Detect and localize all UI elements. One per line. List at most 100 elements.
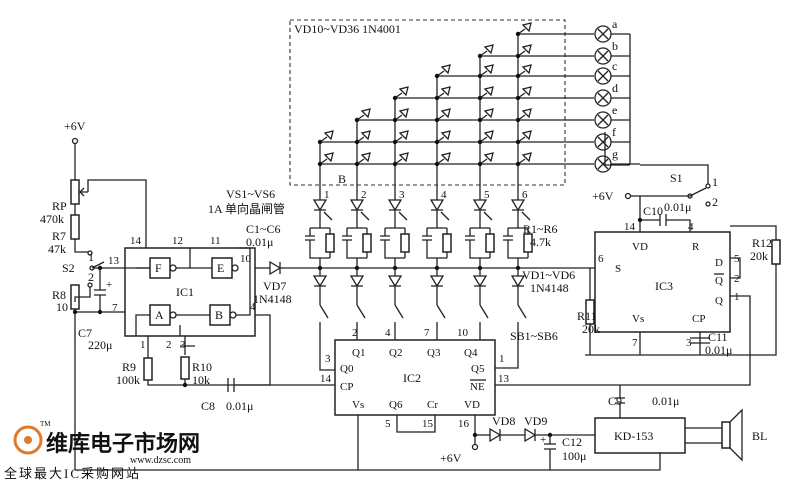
sb-label: SB1~SB6 — [510, 329, 558, 343]
s1-pos1: 1 — [712, 175, 718, 189]
ic2-pin3: 3 — [325, 353, 331, 365]
ic3-pin5: 5 — [734, 253, 740, 265]
ic1-pin10: 10 — [240, 253, 252, 265]
thyristor-vs5 — [472, 190, 488, 228]
matrix-junction-6-0 — [515, 31, 521, 37]
rp-value: 470k — [40, 212, 64, 226]
wire-s2-r8 — [74, 287, 91, 302]
c10-name: C10 — [643, 204, 663, 218]
ic3-vs: Vs — [632, 313, 644, 325]
matrix-junction-3-5 — [392, 139, 398, 145]
ic2-body — [334, 339, 496, 416]
diode-vd1 — [312, 268, 328, 305]
r1-r6-label: R1~R6 — [523, 222, 558, 236]
lamp-label-d: d — [612, 81, 618, 95]
ic2-name: IC2 — [403, 371, 421, 385]
c9-name: C9 — [608, 394, 622, 408]
matrix-junction-5-6 — [477, 161, 483, 167]
matrix-diode-6-6 — [521, 152, 532, 163]
resistor-r4-leads — [426, 228, 448, 259]
vd7-name: VD7 — [263, 279, 286, 293]
ic2-cr: Cr — [427, 399, 438, 411]
matrix-diode-2-6 — [360, 152, 371, 163]
c12-name: C12 — [562, 435, 582, 449]
speaker-cone — [729, 408, 743, 462]
ic1-pin4: 4 — [250, 301, 256, 313]
r11-value: 20k — [582, 322, 600, 336]
column-number-6: 6 — [522, 189, 528, 201]
c11-value: 0.01μ — [705, 343, 732, 357]
c7-capacitor — [94, 268, 106, 312]
thyristors-label-2: 1A 单向晶闸管 — [208, 201, 285, 216]
ic1-pin1: 1 — [140, 339, 146, 351]
matrix-diode-6-3 — [521, 86, 532, 97]
diode-row-b-label: B — [338, 172, 346, 186]
switch-sb5 — [479, 304, 489, 330]
wire-rp-wiper-pin14 — [87, 179, 147, 235]
watermark-url: www.dzsc.com — [130, 455, 191, 466]
r11-name: R11 — [577, 309, 597, 323]
matrix-junction-6-5 — [515, 139, 521, 145]
wire-kd153-speaker — [685, 427, 722, 444]
ic2-pin15: 15 — [422, 418, 434, 430]
thyristor-vs1-gate — [323, 211, 333, 221]
ic2-supply-label: +6V — [440, 451, 462, 465]
capacitor-c5 — [465, 227, 490, 250]
ic1-internal-pin13 — [136, 235, 150, 269]
ic1-pin11: 11 — [210, 235, 221, 247]
matrix-junction-3-6 — [392, 161, 398, 167]
lamp-c-cross — [597, 70, 609, 82]
matrix-diode-3-5 — [398, 130, 409, 141]
matrix-diode-4-2 — [440, 64, 451, 75]
matrix-diode-5-3 — [483, 86, 494, 97]
thyristor-vs6-gate — [521, 211, 531, 221]
ic2-pin4: 4 — [385, 327, 391, 339]
thyristor-vs2 — [349, 190, 365, 228]
ic2-supply-terminal — [471, 443, 479, 451]
matrix-junction-2-6 — [354, 161, 360, 167]
resistor-r2 — [362, 233, 372, 253]
ic1-gate-a-bubble — [169, 311, 177, 319]
wire-ic2-q6-cr — [396, 415, 436, 433]
ic2-pin16: 16 — [458, 418, 470, 430]
rp-potentiometer — [70, 179, 80, 205]
matrix-junction-5-3 — [477, 95, 483, 101]
r8-value: 10 — [56, 300, 68, 314]
ic3-name: IC3 — [655, 279, 673, 293]
vd1-vd6-value: 1N4148 — [530, 281, 569, 295]
matrix-diode-1-5 — [323, 130, 334, 141]
ic1-gate-a-label: A — [155, 308, 164, 322]
lamp-e-cross — [597, 114, 609, 126]
c9-value: 0.01μ — [652, 394, 679, 408]
capacitor-c2 — [342, 227, 367, 250]
column-number-4: 4 — [441, 189, 447, 201]
ic2-q3: Q3 — [427, 347, 441, 359]
lamp-label-f: f — [612, 125, 616, 139]
c8-name: C8 — [201, 399, 215, 413]
s1-lever[interactable] — [631, 187, 707, 197]
ic2-pin2: 2 — [352, 327, 358, 339]
wire-s1-matrix — [604, 132, 709, 184]
ic1-internal-f-e — [176, 248, 212, 269]
r10-name: R10 — [192, 360, 212, 374]
column-number-1: 1 — [324, 189, 330, 201]
ic2-q1: Q1 — [352, 347, 365, 359]
matrix-junction-5-1 — [477, 53, 483, 59]
matrix-junction-5-2 — [477, 73, 483, 79]
switch-sb2 — [356, 304, 366, 330]
thyristor-vs6 — [510, 190, 526, 228]
matrix-diode-1-6 — [323, 152, 334, 163]
diode-array-label: VD10~VD36 1N4001 — [294, 22, 401, 36]
matrix-diode-5-5 — [483, 130, 494, 141]
resistor-r1 — [325, 233, 335, 253]
matrix-junction-1-6 — [317, 161, 323, 167]
ic3-pin6: 6 — [598, 253, 604, 265]
ic2-q2: Q2 — [389, 347, 402, 359]
wire-sb6-q5 — [495, 330, 519, 369]
matrix-diode-6-1 — [521, 44, 532, 55]
matrix-diode-6-5 — [521, 130, 532, 141]
r7-name: R7 — [52, 229, 66, 243]
r12-value: 20k — [750, 249, 768, 263]
s1-contact-2 — [705, 201, 711, 207]
